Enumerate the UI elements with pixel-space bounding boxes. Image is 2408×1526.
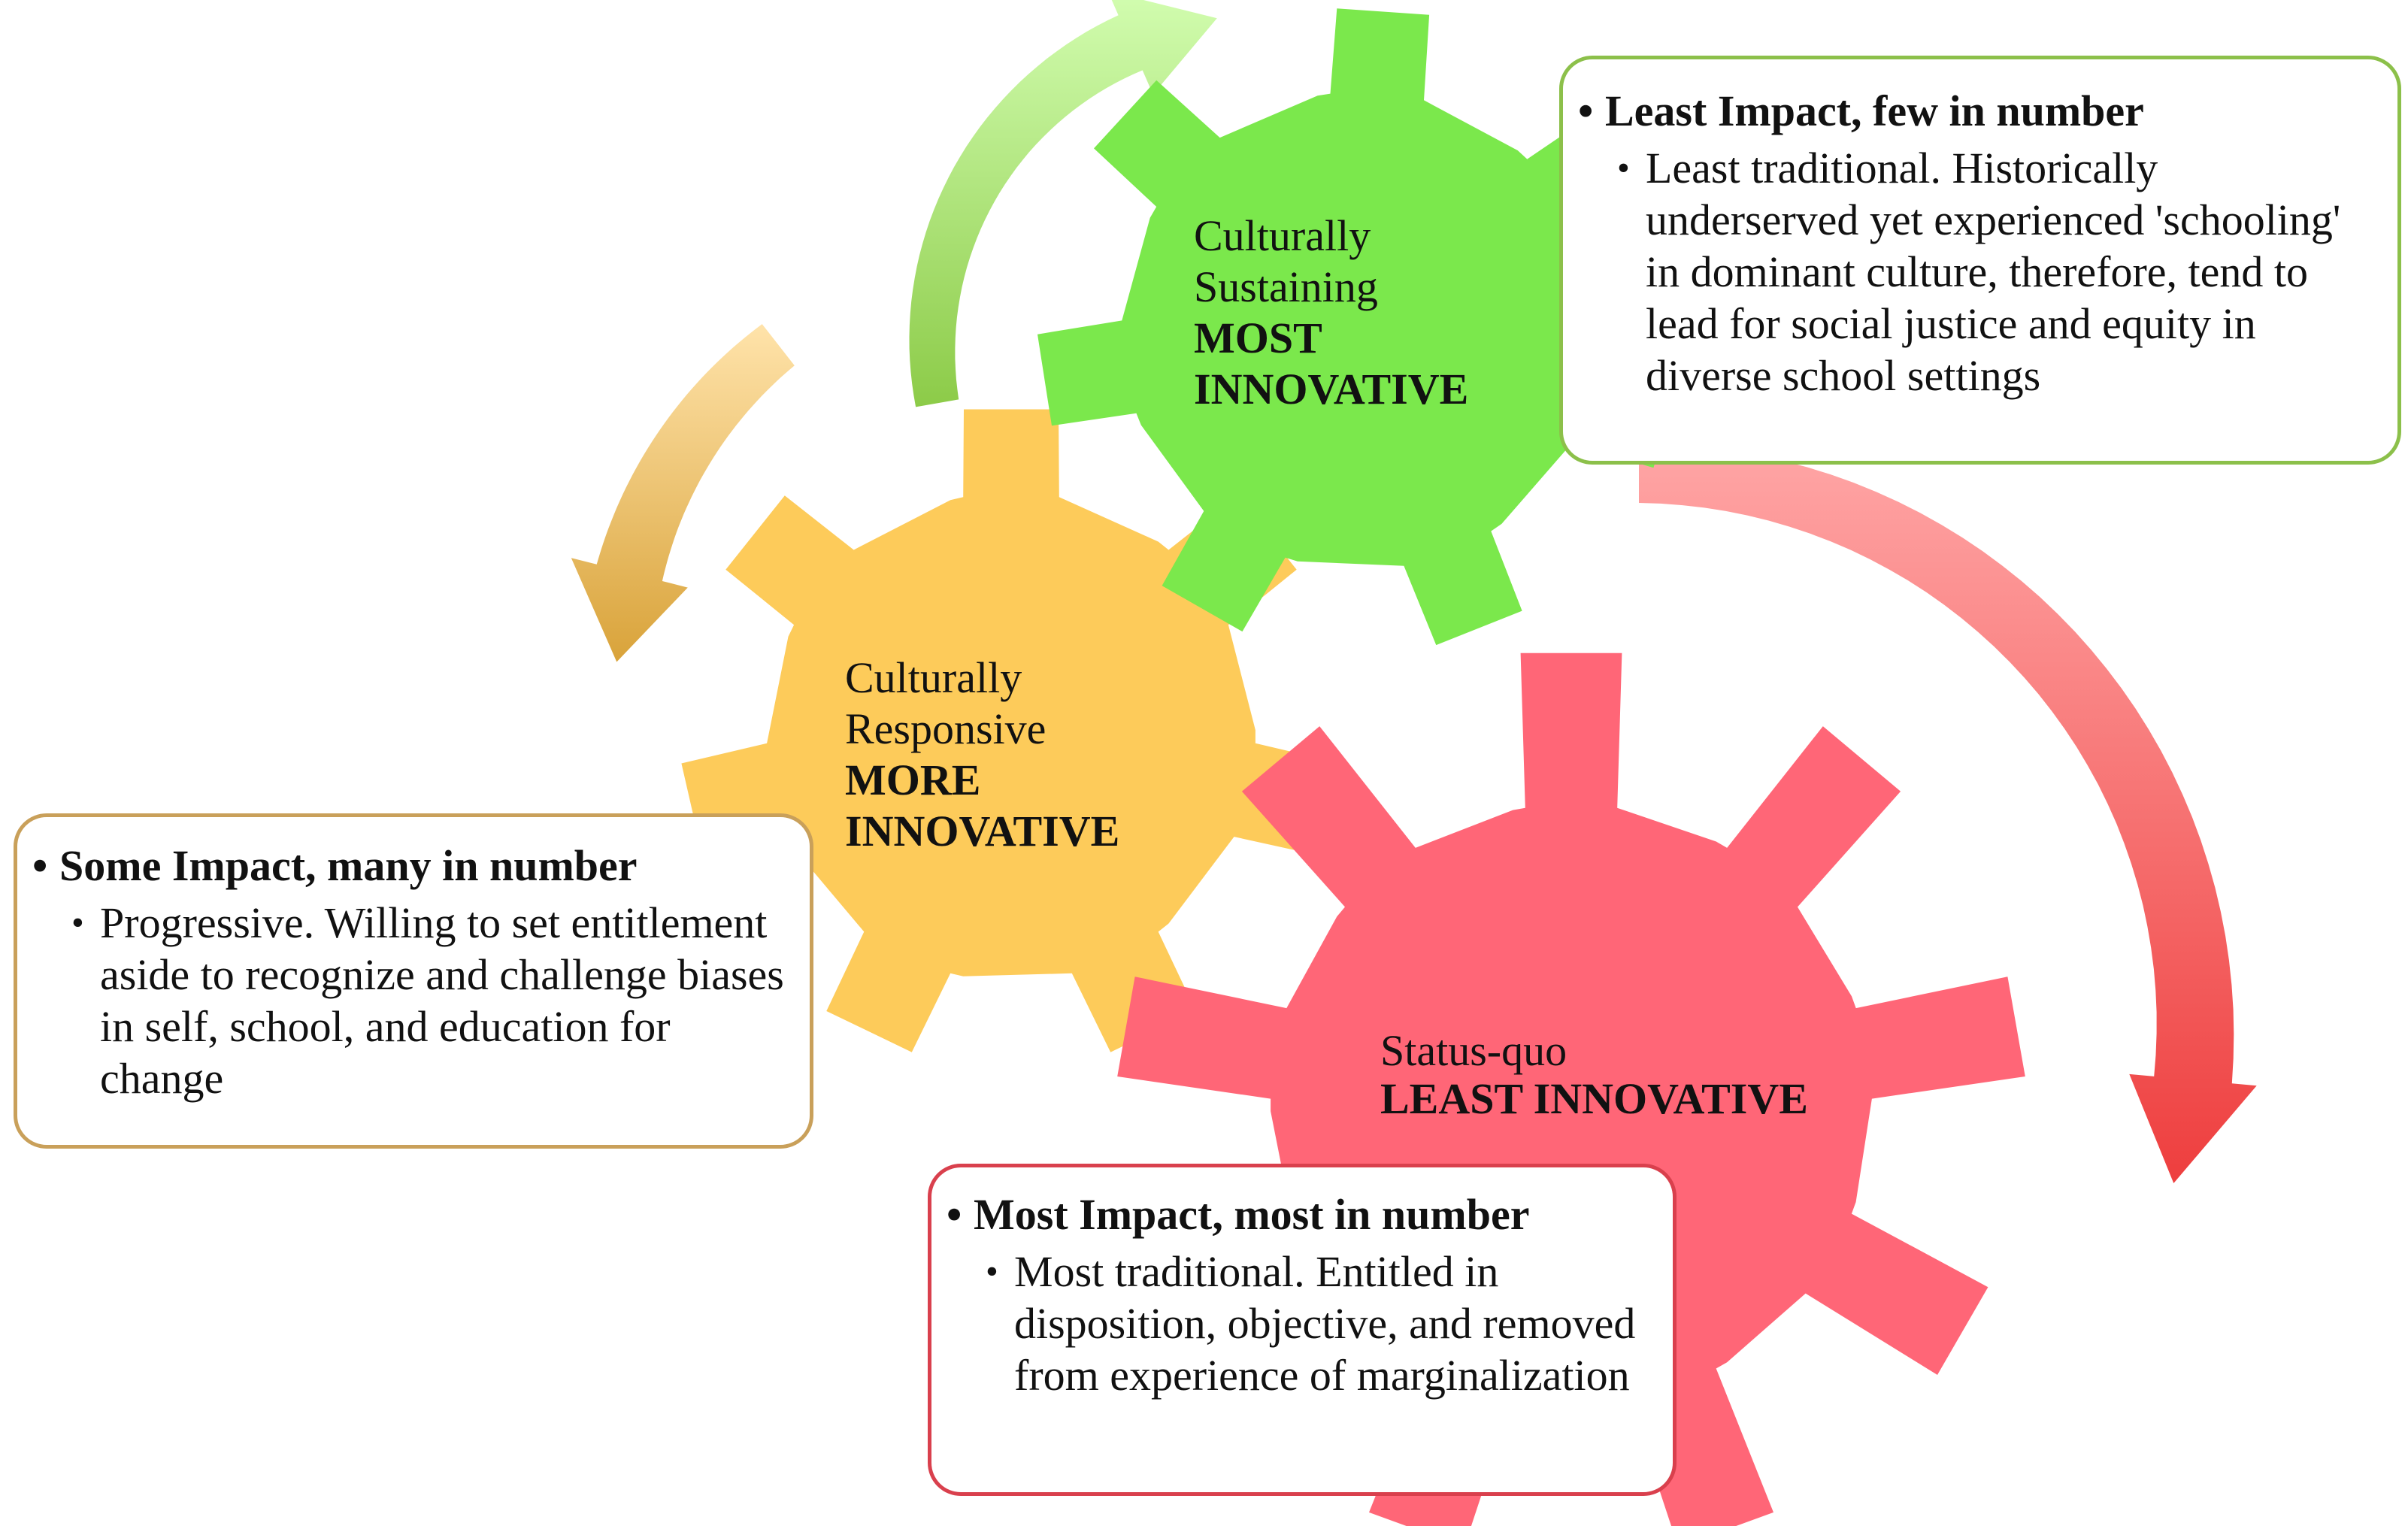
info-box-sustaining-detail: Least traditional. Historically underser…: [1563, 142, 2375, 401]
gear-status-quo-line1: Status-quo: [1380, 1026, 1567, 1075]
gear-culturally-sustaining: [1037, 8, 1681, 646]
info-box-responsive-detail: Progressive. Willing to set entitlement …: [17, 897, 792, 1104]
gear-sustaining-rank2: INNOVATIVE: [1194, 365, 1469, 413]
gear-label-sustaining: Culturally Sustaining MOST INNOVATIVE: [1194, 210, 1468, 415]
cycle-arrow-red: [1639, 444, 2257, 1183]
info-box-responsive-heading: Some Impact, many in number: [17, 840, 792, 892]
cycle-arrow-green: [909, 0, 1217, 407]
info-box-sustaining-heading: Least Impact, few in number: [1563, 85, 2375, 138]
info-box-status-quo-heading: Most Impact, most in number: [931, 1188, 1655, 1241]
info-box-responsive: Some Impact, many in number Progressive.…: [14, 813, 813, 1149]
gear-label-responsive: Culturally Responsive MORE INNOVATIVE: [845, 652, 1119, 857]
gear-sustaining-line2: Sustaining: [1194, 262, 1378, 311]
gear-label-status-quo: Status-quo LEAST INNOVATIVE: [1380, 1027, 1808, 1123]
gear-sustaining-rank1: MOST: [1194, 313, 1322, 362]
gear-responsive-rank1: MORE: [845, 755, 981, 804]
gear-responsive-rank2: INNOVATIVE: [845, 807, 1120, 855]
cycle-arrow-orange: [571, 324, 795, 662]
gear-status-quo: [1117, 652, 2025, 1526]
info-box-status-quo: Most Impact, most in number Most traditi…: [928, 1164, 1677, 1496]
gear-sustaining-line1: Culturally: [1194, 211, 1371, 260]
gear-status-quo-rank1: LEAST INNOVATIVE: [1380, 1074, 1808, 1123]
gear-responsive-line2: Responsive: [845, 704, 1046, 753]
info-box-status-quo-detail: Most traditional. Entitled in dispositio…: [931, 1246, 1655, 1401]
info-box-sustaining: Least Impact, few in number Least tradit…: [1559, 56, 2401, 465]
gear-responsive-line1: Culturally: [845, 653, 1022, 702]
